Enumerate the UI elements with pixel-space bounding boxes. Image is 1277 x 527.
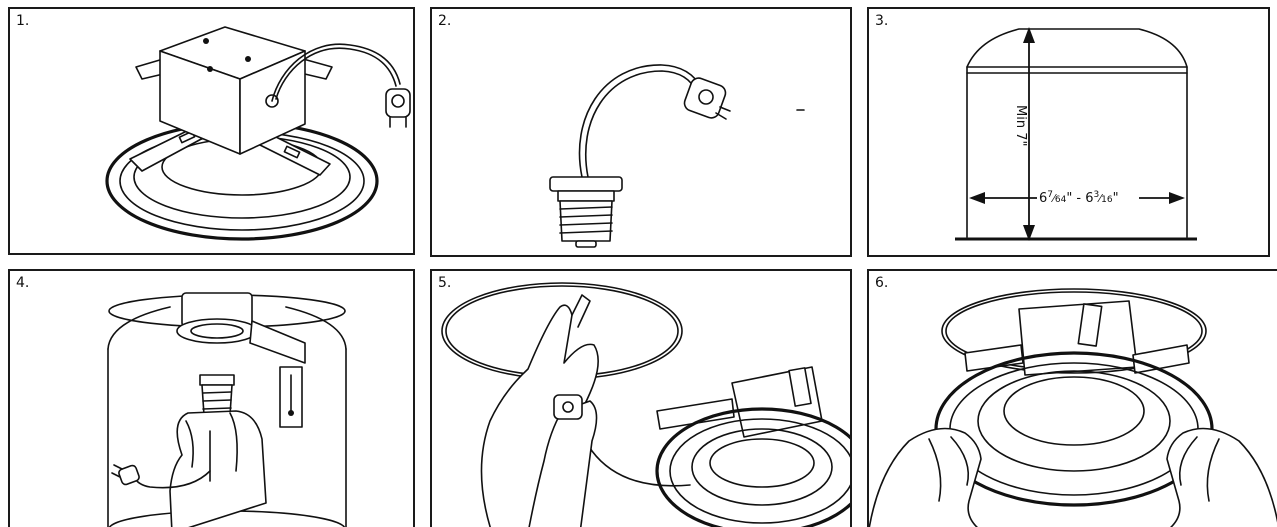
- socket-adapter-with-connector-icon: [432, 9, 852, 257]
- step-1-panel: 1.: [8, 7, 415, 255]
- step-number: 1.: [16, 13, 29, 29]
- step-number: 3.: [875, 13, 888, 29]
- connect-plug-to-fixture-icon: [432, 271, 852, 527]
- height-label: Min 7": [1013, 105, 1028, 146]
- step-number: 4.: [16, 275, 29, 291]
- step-6-panel: 6.: [867, 269, 1277, 527]
- recessed-can-dimensions-icon: Min 7" 67⁄64" - 63⁄16": [869, 9, 1270, 257]
- step-5-panel: 5.: [430, 269, 852, 527]
- step-4-panel: 4.: [8, 269, 415, 527]
- step-number: 5.: [438, 275, 451, 291]
- width-label: 67⁄64" - 63⁄16": [1039, 190, 1119, 206]
- recessed-light-fixture-with-junction-box-icon: [10, 9, 415, 255]
- push-fixture-into-can-icon: [869, 271, 1277, 527]
- step-2-panel: 2.: [430, 7, 852, 257]
- screw-adapter-into-socket-icon: [10, 271, 415, 527]
- step-number: 6.: [875, 275, 888, 291]
- step-number: 2.: [438, 13, 451, 29]
- step-3-panel: 3. Min 7" 67⁄64" - 63⁄16": [867, 7, 1270, 257]
